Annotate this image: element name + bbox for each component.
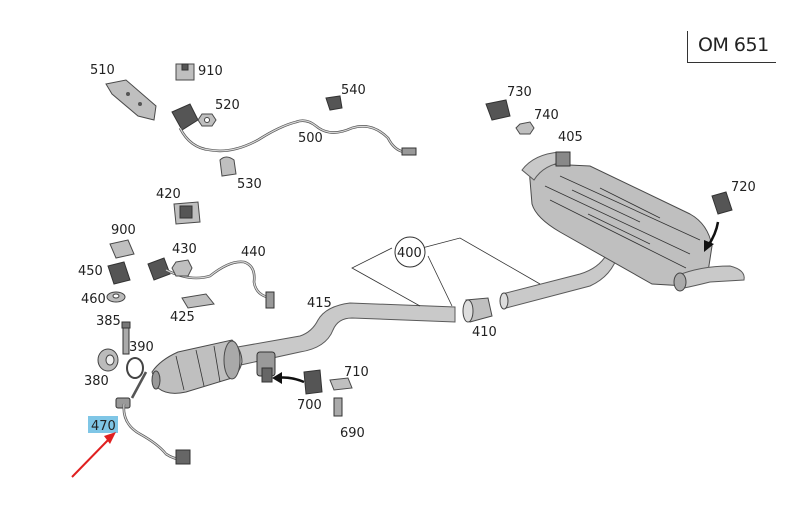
label-690: 690 (340, 426, 365, 441)
sensor-module-910[interactable] (171, 103, 199, 131)
label-420: 420 (156, 187, 181, 202)
label-740: 740 (534, 108, 559, 123)
label-380: 380 (84, 374, 109, 389)
clip-530[interactable] (219, 156, 237, 177)
label-910: 910 (198, 64, 223, 79)
label-720: 720 (731, 180, 756, 195)
label-500: 500 (298, 131, 323, 146)
nut-430[interactable] (171, 259, 193, 277)
label-540: 540 (341, 83, 366, 98)
label-385: 385 (96, 314, 121, 329)
label-430: 430 (172, 242, 197, 257)
highlight-470 (88, 416, 118, 433)
sensor-wire-500[interactable] (178, 119, 417, 156)
arrow-720 (704, 221, 720, 252)
cap-900[interactable] (109, 239, 135, 259)
pipe-clamp[interactable] (256, 351, 276, 383)
nut-740[interactable] (515, 121, 535, 135)
arrow-700 (272, 372, 305, 384)
label-415: 415 (307, 296, 332, 311)
bracket-425[interactable] (181, 293, 215, 309)
rear-muffler-405[interactable] (521, 151, 745, 292)
sensor-450[interactable] (107, 261, 131, 285)
label-710: 710 (344, 365, 369, 380)
label-510: 510 (90, 63, 115, 78)
label-405: 405 (558, 130, 583, 145)
label-460: 460 (81, 292, 106, 307)
label-900: 900 (111, 223, 136, 238)
red-pointer-arrow (71, 432, 116, 478)
rear-pipe[interactable] (499, 251, 619, 310)
label-390: 390 (129, 340, 154, 355)
catalytic-converter[interactable] (151, 339, 243, 394)
label-520: 520 (215, 98, 240, 113)
sleeve-410[interactable] (462, 297, 493, 323)
label-730: 730 (507, 85, 532, 100)
bracket-710[interactable] (329, 377, 353, 391)
nut-520[interactable] (197, 113, 217, 127)
cap-910[interactable] (175, 63, 195, 81)
label-450: 450 (78, 264, 103, 279)
muffler-hanger[interactable] (555, 151, 571, 167)
label-410: 410 (472, 325, 497, 340)
ring-380[interactable] (97, 348, 119, 372)
washer-460[interactable] (106, 291, 126, 303)
clip-540[interactable] (325, 95, 343, 111)
leader-400 (351, 236, 541, 307)
hanger-700[interactable] (303, 369, 323, 395)
label-425: 425 (170, 310, 195, 325)
clamp-420[interactable] (173, 201, 201, 225)
sensor-470[interactable] (115, 371, 191, 465)
label-700: 700 (297, 398, 322, 413)
fitting-730[interactable] (485, 99, 511, 121)
title-frame (687, 31, 776, 63)
engine-code-title: OM 651 (698, 34, 769, 56)
label-470[interactable]: 470 (91, 419, 116, 434)
bolt-385[interactable] (121, 321, 131, 355)
label-530: 530 (237, 177, 262, 192)
sensor-440[interactable] (147, 257, 275, 309)
bracket-510[interactable] (105, 79, 157, 121)
gasket-390[interactable] (126, 357, 144, 379)
hanger-720[interactable] (711, 191, 733, 215)
bolt-690[interactable] (333, 397, 343, 417)
label-440: 440 (241, 245, 266, 260)
front-pipe-415[interactable] (231, 302, 456, 367)
label-400: 400 (397, 246, 422, 261)
